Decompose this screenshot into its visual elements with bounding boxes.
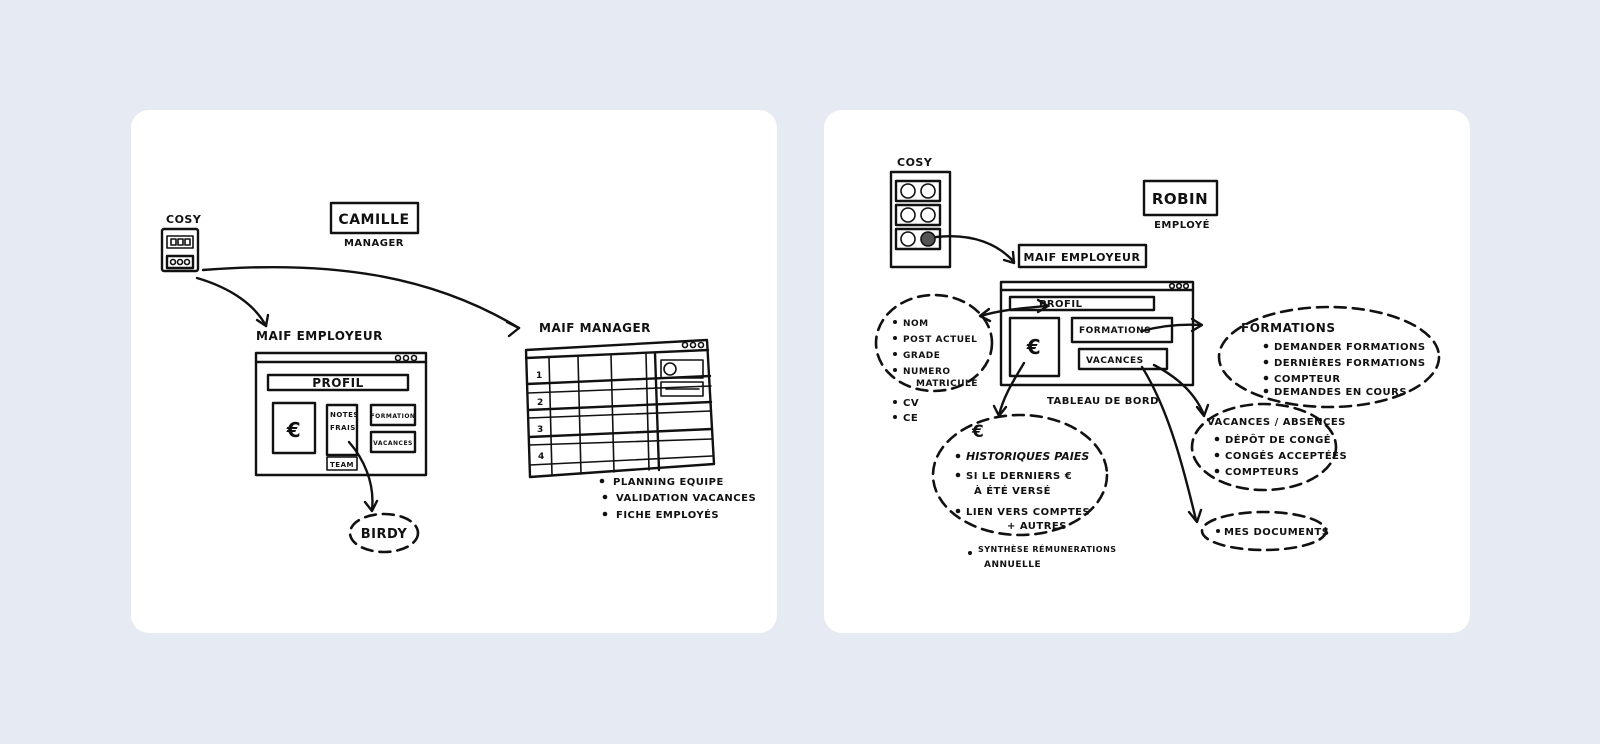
formations-title: FORMATIONS (1241, 321, 1335, 335)
cosy-phone-icon (889, 170, 952, 269)
formation-label: FORMATION (371, 413, 416, 420)
pay-item-2: SI LE DERNIERS € (966, 471, 1072, 482)
arrow-to-birdy (347, 440, 374, 512)
pay-item-3: À ÉTÉ VERSÉ (974, 484, 1051, 497)
birdy-label: BIRDY (361, 527, 408, 542)
employer-label-box (1017, 243, 1148, 269)
vacances-item-3: COMPTEURS (1225, 467, 1299, 478)
user-name: CAMILLE (338, 212, 409, 228)
notes-frais-tile (325, 403, 359, 457)
vacances-tile (369, 430, 417, 454)
employer-app-label: MAIF EMPLOYEUR (1024, 251, 1141, 264)
manager-row-3: 3 (537, 425, 544, 435)
formations-item-2: DERNIÈRES FORMATIONS (1274, 356, 1426, 369)
pay-tile (1008, 316, 1061, 378)
formations-label: FORMATIONS (1079, 326, 1151, 336)
pay-item-5: + AUTRES (1007, 521, 1067, 532)
notes-label-2: FRAIS (330, 424, 356, 432)
profile-bubble (874, 293, 994, 393)
cosy-label: COSY (897, 156, 933, 169)
manager-app-label: MAIF MANAGER (539, 321, 651, 335)
user-name: ROBIN (1152, 190, 1208, 208)
user-role: MANAGER (344, 238, 404, 249)
name-box (1142, 179, 1219, 217)
documents-bubble (1200, 510, 1328, 552)
profile-item-2: POST ACTUEL (903, 335, 977, 345)
arrow-to-manager (201, 265, 521, 330)
euro-symbol: € (1026, 335, 1041, 359)
formation-tile (369, 403, 417, 427)
arrow-to-pay (997, 361, 1026, 417)
formations-tile (1070, 316, 1174, 344)
pay-symbol: € (971, 422, 984, 442)
employer-app-window (999, 280, 1195, 387)
birdy-bubble (348, 512, 420, 554)
formations-item-4: DEMANDES EN COURS (1274, 387, 1407, 398)
vacances-item-2: CONGÉS ACCEPTÉES (1225, 449, 1347, 462)
vacances-label: VACANCES (1086, 356, 1144, 366)
arrow-profil-bubble (979, 304, 1049, 318)
sketch-card-robin: COSY ROBIN EMPLOYÉ MAIF EMPLOYEUR (824, 110, 1470, 633)
formations-item-3: COMPTEUR (1274, 374, 1341, 385)
user-role: EMPLOYÉ (1154, 218, 1210, 231)
pay-item-1: HISTORIQUES PAIES (966, 450, 1089, 463)
arrow-to-vacances (1152, 363, 1206, 417)
sketch-robin: COSY ROBIN EMPLOYÉ MAIF EMPLOYEUR (874, 156, 1441, 570)
manager-bullet-1: PLANNING EQUIPE (613, 477, 724, 488)
profile-item-3: GRADE (903, 351, 940, 361)
formations-bubble (1217, 305, 1441, 409)
name-box (329, 201, 420, 235)
synthese-line-1: SYNTHÈSE RÉMUNERATIONS (978, 543, 1117, 554)
vacances-label: VACANCES (373, 440, 413, 447)
sketch-card-camille: COSY CAMILLE MANAGER MAIF EMPLOYEUR (131, 110, 777, 633)
employer-app-window (254, 351, 428, 477)
cosy-label: COSY (166, 213, 202, 226)
vacances-tile (1077, 347, 1169, 371)
dashboard-label: TABLEAU DE BORD (1047, 396, 1159, 407)
pay-tile (271, 401, 317, 455)
profile-extra-cv: CV (903, 398, 919, 409)
cosy-phone-icon (160, 227, 200, 273)
profile-extra-ce: CE (903, 413, 918, 424)
profile-item-1: NOM (903, 319, 929, 329)
manager-bullet-3: FICHE EMPLOYÉS (616, 508, 719, 521)
profile-item-4: NUMERO (903, 367, 951, 377)
employer-app-label: MAIF EMPLOYEUR (256, 329, 383, 343)
pay-bubble (931, 413, 1109, 537)
manager-bullet-2: VALIDATION VACANCES (616, 493, 756, 504)
arrow-to-documents (1140, 365, 1198, 522)
team-tile (326, 456, 358, 471)
sketch-camille: COSY CAMILLE MANAGER MAIF EMPLOYEUR (160, 201, 756, 554)
vacances-bubble (1190, 402, 1338, 492)
manager-row-1: 1 (536, 371, 543, 381)
profil-label: PROFIL (1039, 299, 1083, 310)
arrow-to-employer (195, 276, 268, 328)
manager-row-2: 2 (537, 398, 544, 408)
documents-label: MES DOCUMENTS (1224, 527, 1329, 538)
profil-label: PROFIL (312, 376, 364, 390)
pay-item-4: LIEN VERS COMPTES (966, 507, 1090, 518)
synthese-line-2: ANNUELLE (984, 560, 1041, 570)
vacances-title: VACANCES / ABSENCES (1207, 417, 1346, 428)
manager-row-4: 4 (538, 452, 545, 462)
formations-item-1: DEMANDER FORMATIONS (1274, 342, 1426, 353)
vacances-item-1: DÉPÔT DE CONGÉ (1225, 433, 1331, 446)
profile-item-5: MATRICULE (916, 379, 978, 389)
euro-symbol: € (286, 418, 301, 442)
notes-label-1: NOTES (330, 411, 359, 419)
arrow-to-employer (934, 235, 1016, 264)
team-label: TEAM (330, 461, 354, 469)
arrow-to-formations (1140, 323, 1203, 333)
manager-app-window (524, 338, 716, 479)
